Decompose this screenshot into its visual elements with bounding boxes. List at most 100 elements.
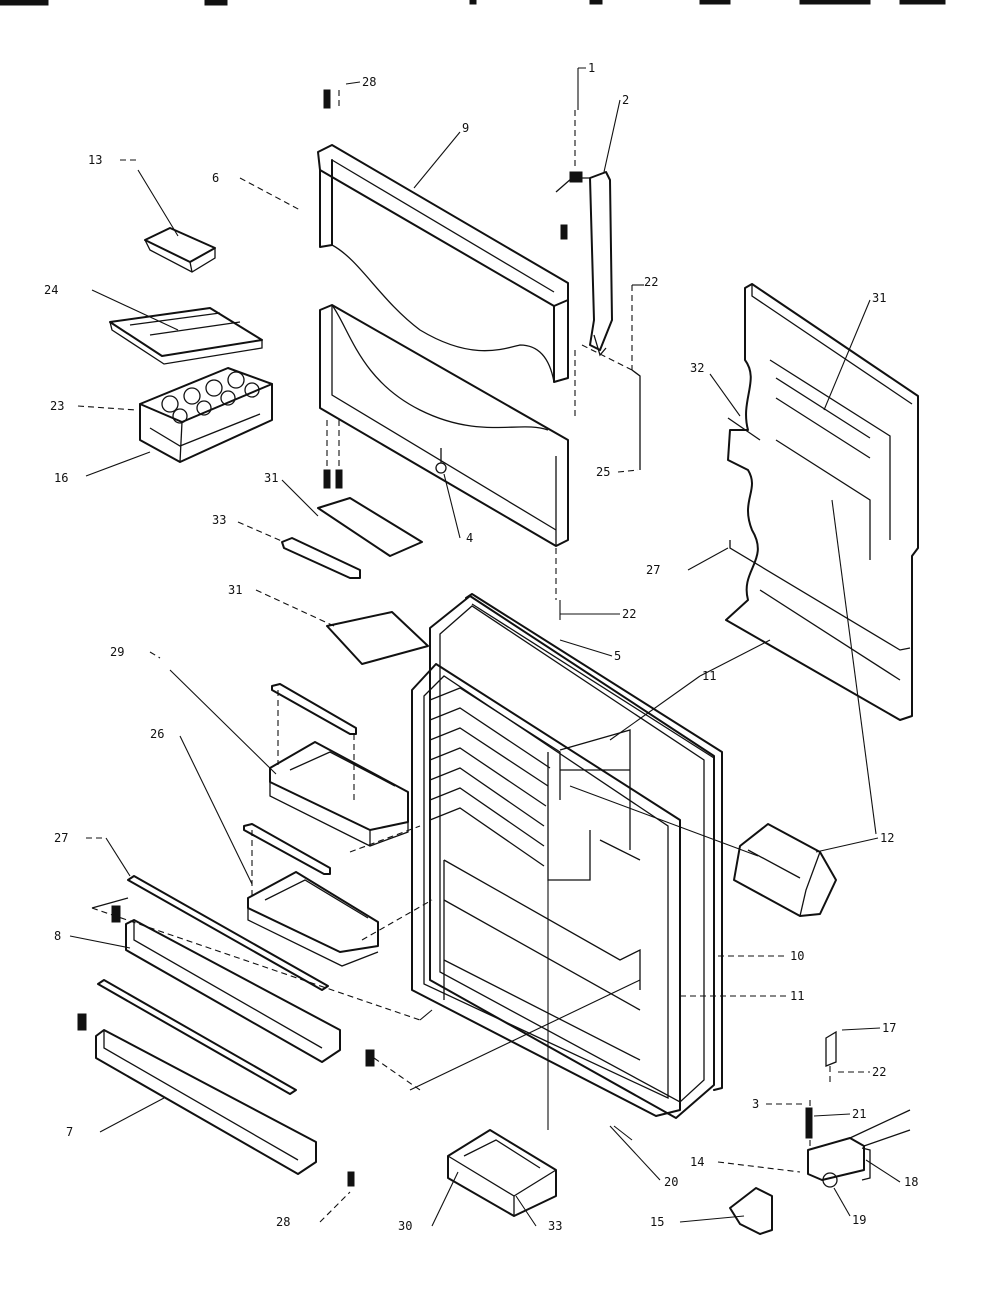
callout-10: 10 (718, 949, 804, 963)
door-shelf-rail (91, 875, 421, 1063)
callout-4: 4 (443, 473, 473, 545)
ice-storage-bin (139, 367, 273, 463)
callout-label: 8 (54, 929, 61, 943)
glass-shelf (326, 611, 429, 665)
callout-17: 17 (841, 1021, 896, 1035)
callout-32: 32 (690, 361, 741, 417)
callout-5: 5 (559, 639, 621, 663)
callout-label: 12 (880, 831, 894, 845)
callout-7: 7 (66, 1097, 165, 1139)
callout-label: 11 (790, 989, 804, 1003)
callout-label: 30 (398, 1219, 412, 1233)
callout-31-mid: 31 (264, 471, 319, 517)
callout-30: 30 (398, 1171, 459, 1233)
callout-label: 32 (690, 361, 704, 375)
callout-2: 2 (603, 93, 629, 173)
callout-20: 20 (609, 1125, 678, 1189)
scan-edge-marks (0, 0, 946, 6)
callouts: 28 9 1 2 13 6 24 22 (44, 61, 918, 1233)
callout-label: 16 (54, 471, 68, 485)
callout-33-rod: 33 (212, 513, 285, 543)
callout-14: 14 (690, 1155, 801, 1173)
callout-label: 13 (88, 153, 102, 167)
callout-31-lower: 31 (228, 583, 335, 627)
ice-tray-small (144, 227, 216, 273)
hinge-pin-bracket (574, 285, 641, 470)
callout-11-top: 11 (609, 639, 771, 741)
callout-label: 3 (752, 1097, 759, 1111)
callout-label: 1 (588, 61, 595, 75)
door-shelf-bar (77, 979, 421, 1187)
callout-22-mid: 22 (560, 607, 636, 621)
door-bin-lower (243, 823, 379, 967)
callout-label: 7 (66, 1125, 73, 1139)
callout-label: 24 (44, 283, 58, 297)
callout-24: 24 (44, 283, 179, 331)
callout-26: 26 (150, 727, 253, 885)
callout-11-bottom: 11 (680, 989, 804, 1003)
callout-16: 16 (54, 451, 151, 485)
callout-label: 15 (650, 1215, 664, 1229)
callout-31-upper-right: 31 (823, 291, 886, 411)
callout-12: 12 (569, 499, 894, 857)
callout-label: 31 (228, 583, 242, 597)
callout-29: 29 (110, 645, 277, 775)
callout-label: 20 (664, 1175, 678, 1189)
callout-label: 33 (548, 1219, 562, 1233)
callout-15: 15 (650, 1215, 745, 1229)
callout-label: 28 (362, 75, 376, 89)
callout-label: 26 (150, 727, 164, 741)
leveling-leg-cover (729, 1187, 773, 1235)
callout-27-left: 27 (54, 831, 131, 877)
callout-18: 18 (865, 1159, 918, 1189)
callout-label: 25 (596, 465, 610, 479)
callout-label: 21 (852, 1107, 866, 1121)
callout-label: 29 (110, 645, 124, 659)
callout-label: 19 (852, 1213, 866, 1227)
callout-label: 11 (702, 669, 716, 683)
callout-label: 27 (646, 563, 660, 577)
callout-27-right: 27 (646, 547, 729, 577)
door-liner-panel (725, 283, 919, 721)
callout-13: 13 (88, 153, 179, 237)
callout-28-top: 28 (345, 75, 376, 89)
dairy-compartment (733, 823, 837, 917)
callout-22-upper: 22 (632, 275, 658, 289)
freezer-door (317, 144, 569, 547)
callout-label: 18 (904, 1175, 918, 1189)
fresh-food-door (411, 593, 723, 1119)
assembly-leader-lines (349, 548, 641, 1141)
callout-22-lower: 22 (838, 1065, 886, 1079)
callout-3: 3 (752, 1097, 806, 1111)
callout-label: 22 (872, 1065, 886, 1079)
ice-bin-cover (109, 307, 263, 365)
callout-33-bin: 33 (515, 1195, 562, 1233)
callout-21: 21 (813, 1107, 866, 1121)
door-liner-shelves (429, 687, 641, 1061)
callout-label: 31 (872, 291, 886, 305)
top-hinge (555, 110, 613, 357)
callout-label: 22 (644, 275, 658, 289)
callout-label: 28 (276, 1215, 290, 1229)
callout-label: 17 (882, 1021, 896, 1035)
door-hardware-screws (323, 89, 568, 489)
callout-9: 9 (413, 121, 469, 189)
callout-label: 10 (790, 949, 804, 963)
callout-23: 23 (50, 399, 137, 413)
callout-label: 4 (466, 531, 473, 545)
callout-6: 6 (212, 171, 301, 211)
callout-label: 23 (50, 399, 64, 413)
bottom-hinge (805, 1030, 911, 1188)
callout-label: 6 (212, 171, 219, 185)
callout-1: 1 (577, 61, 595, 110)
callout-label: 33 (212, 513, 226, 527)
crisper-bin (447, 1129, 557, 1217)
freezer-shelf-and-rod (281, 497, 423, 579)
callout-label: 27 (54, 831, 68, 845)
callout-label: 14 (690, 1155, 704, 1169)
callout-25: 25 (596, 465, 639, 479)
callout-28-bottom: 28 (276, 1191, 351, 1229)
callout-8: 8 (54, 929, 131, 949)
callout-label: 5 (614, 649, 621, 663)
